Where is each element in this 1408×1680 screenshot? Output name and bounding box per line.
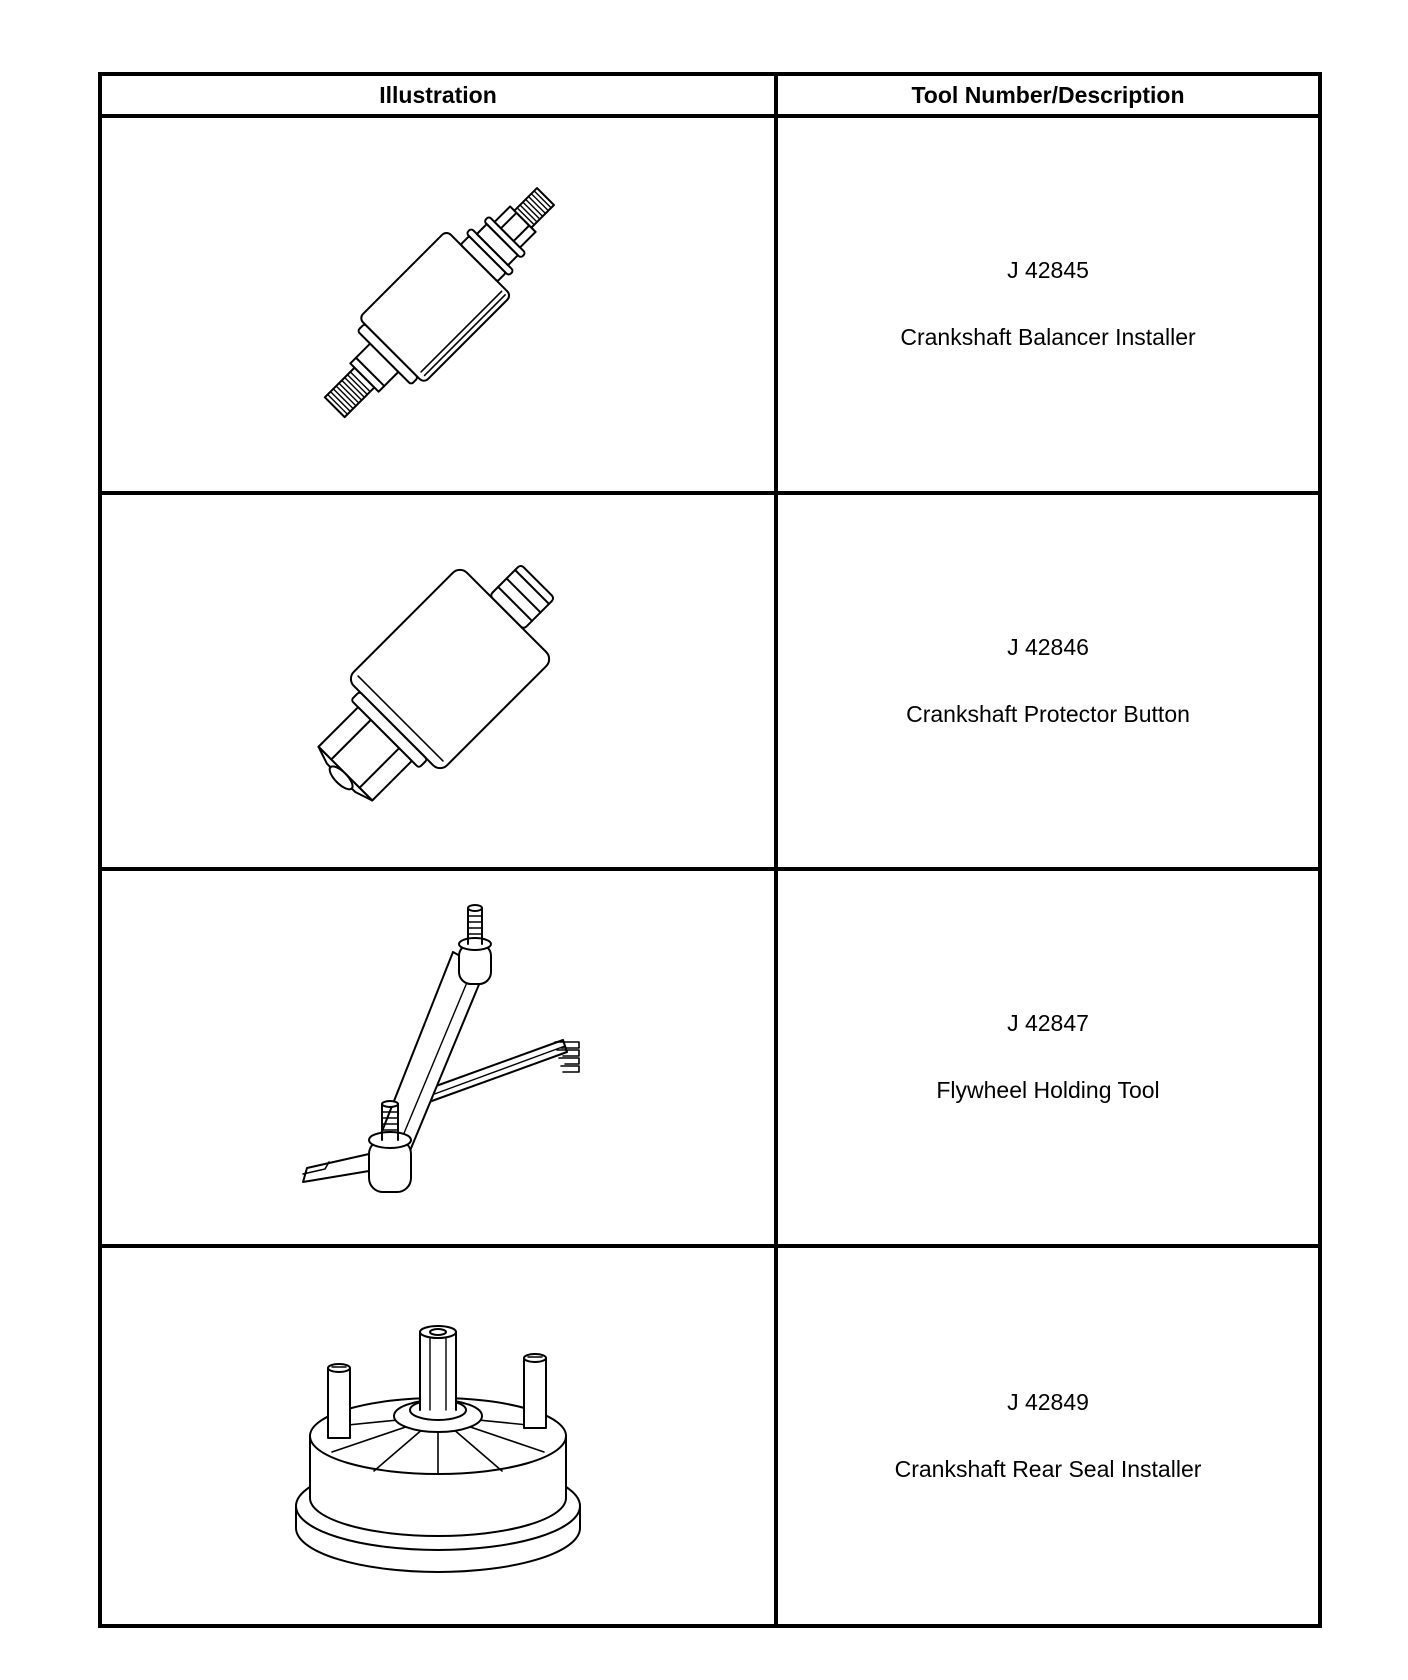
illustration-cell-3 [102, 871, 778, 1248]
tool-cell-3: J 42847 Flywheel Holding Tool [778, 871, 1318, 1248]
tool-description: Crankshaft Rear Seal Installer [894, 1455, 1202, 1482]
header-illustration: Illustration [102, 76, 778, 118]
header-illustration-label: Illustration [379, 81, 497, 108]
header-tool-label: Tool Number/Description [911, 81, 1185, 108]
tool-description: Crankshaft Balancer Installer [900, 324, 1196, 351]
tool-description: Crankshaft Protector Button [906, 700, 1190, 727]
rear-seal-installer-icon [278, 1266, 598, 1606]
tool-cell-1: J 42845 Crankshaft Balancer Installer [778, 118, 1318, 495]
tool-number: J 42849 [1007, 1388, 1089, 1415]
protector-button-icon [273, 521, 603, 841]
illustration-cell-4 [102, 1247, 778, 1624]
header-tool-description: Tool Number/Description [778, 76, 1318, 118]
tool-cell-2: J 42846 Crankshaft Protector Button [778, 495, 1318, 871]
balancer-installer-icon [278, 144, 598, 464]
tool-number: J 42845 [1007, 257, 1089, 284]
tool-number: J 42847 [1007, 1010, 1089, 1037]
tool-description: Flywheel Holding Tool [936, 1077, 1160, 1104]
tool-table: Illustration Tool Number/Description [98, 72, 1322, 1628]
flywheel-holding-tool-icon [273, 892, 603, 1222]
tool-cell-4: J 42849 Crankshaft Rear Seal Installer [778, 1248, 1318, 1625]
illustration-cell-1 [102, 118, 778, 495]
illustration-cell-2 [102, 494, 778, 871]
tool-number: J 42846 [1007, 633, 1089, 660]
